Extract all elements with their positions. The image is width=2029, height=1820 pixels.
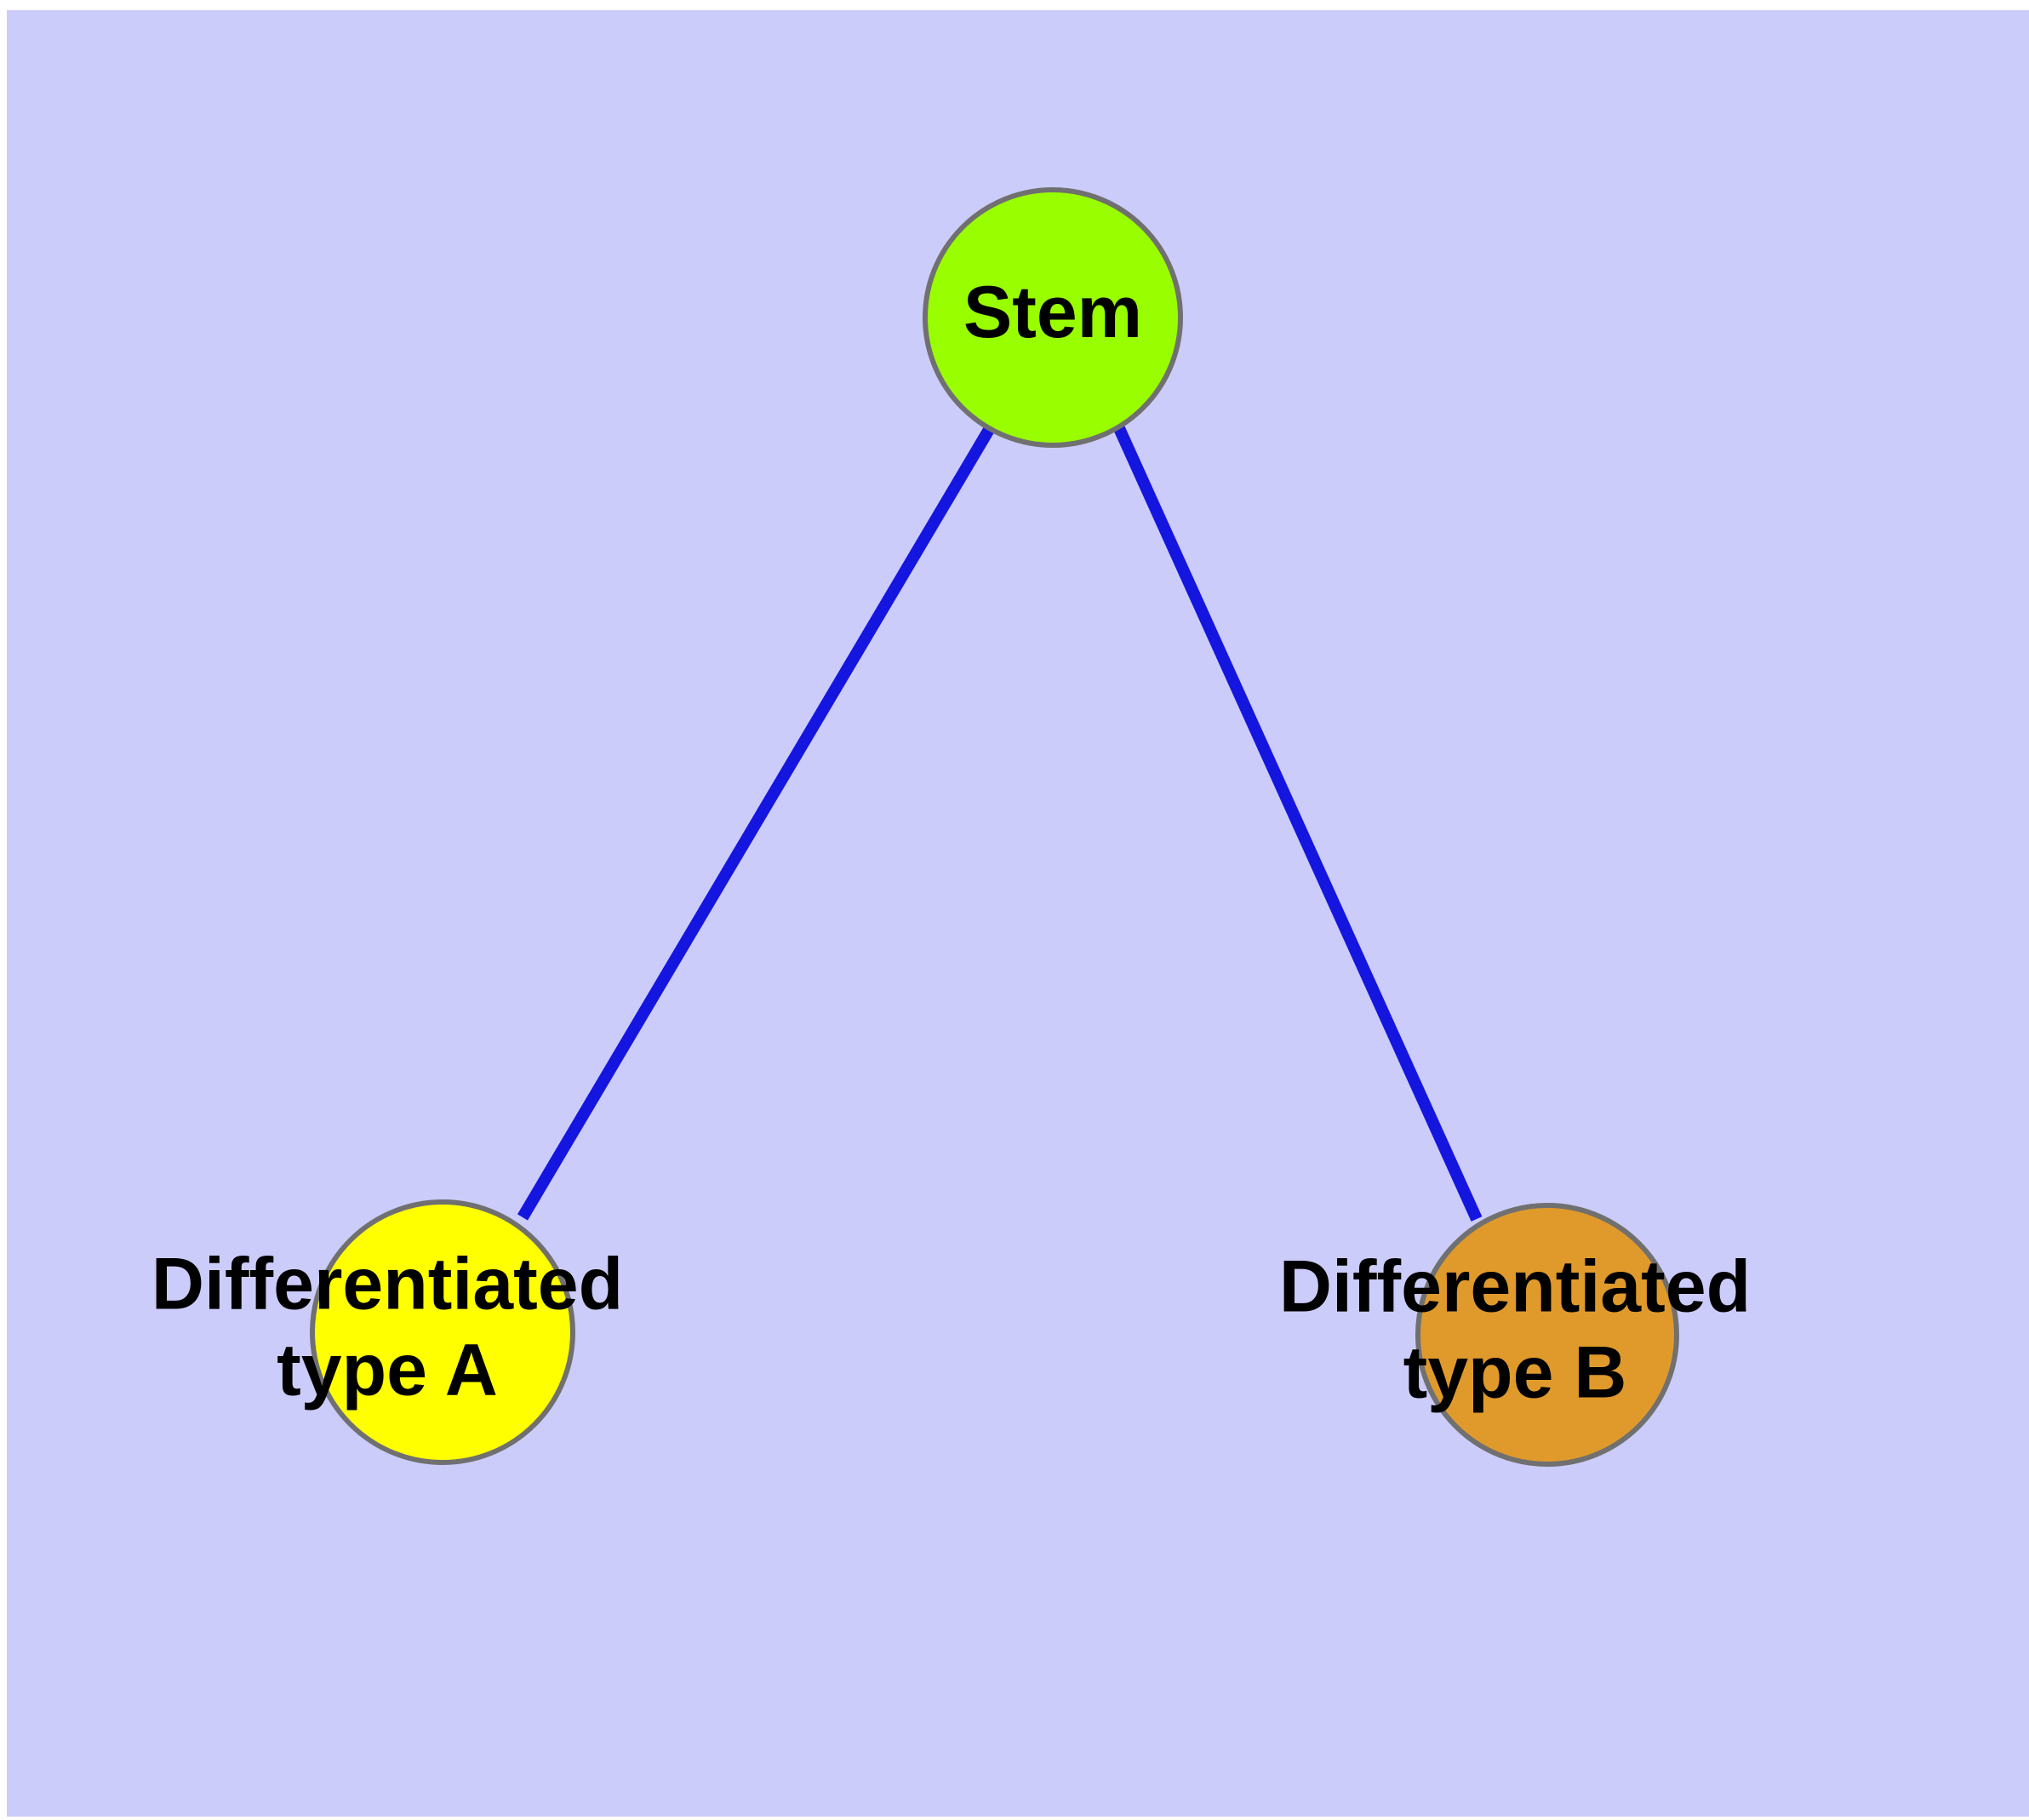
node-label-line: Differentiated — [1279, 1245, 1751, 1327]
node-label-line: Differentiated — [151, 1243, 623, 1325]
node-label-line: Stem — [963, 272, 1142, 353]
edge-stem-to-diff_a[interactable] — [517, 425, 996, 1221]
node-circle-diff_b[interactable] — [1415, 1203, 1679, 1467]
node-label-line: type A — [277, 1329, 498, 1411]
node-label-stem: Stem — [963, 272, 1142, 353]
edges-group — [517, 424, 1483, 1222]
edge-stem-to-diff_b[interactable] — [1112, 424, 1483, 1222]
node-circle-diff_a[interactable] — [310, 1199, 575, 1465]
node-circle-stem[interactable] — [923, 187, 1183, 448]
node-label-line: type B — [1403, 1331, 1627, 1413]
node-stem[interactable]: Stem — [923, 187, 1183, 448]
